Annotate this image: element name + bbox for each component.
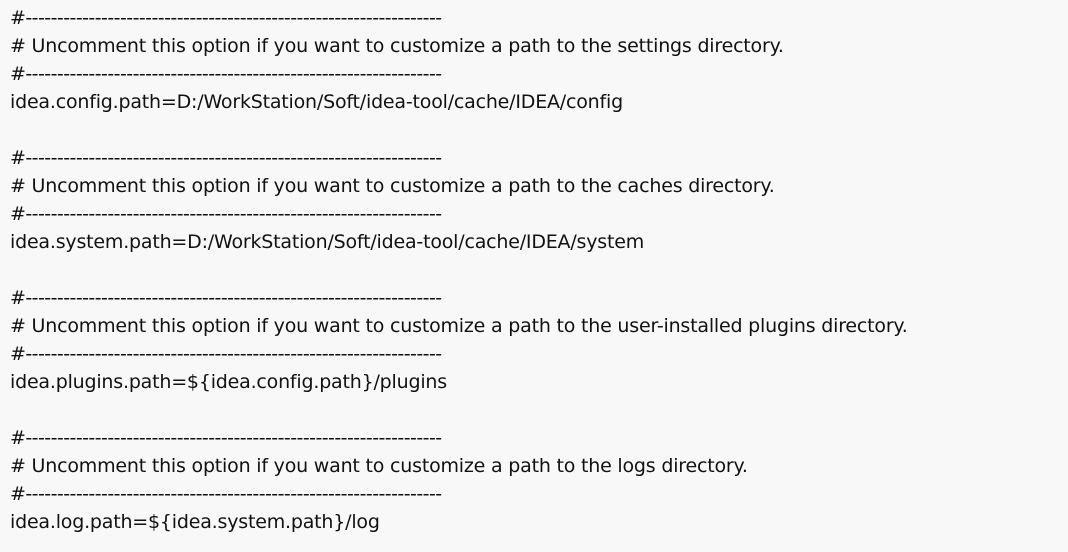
property-line-idea-config-path[interactable]: idea.config.path=D:/WorkStation/Soft/ide… (10, 91, 623, 113)
comment-text-line: # Uncomment this option if you want to c… (10, 315, 908, 337)
comment-separator-line: #---------------------------------------… (10, 147, 442, 169)
blank-line (10, 396, 1068, 424)
comment-separator-line: #---------------------------------------… (10, 483, 442, 505)
config-block-caches-directory: #---------------------------------------… (10, 144, 1068, 256)
comment-separator-line: #---------------------------------------… (10, 63, 442, 85)
comment-separator-line: #---------------------------------------… (10, 203, 442, 225)
comment-text-line: # Uncomment this option if you want to c… (10, 175, 775, 197)
comment-text-line: # Uncomment this option if you want to c… (10, 35, 784, 57)
config-block-settings-directory: #---------------------------------------… (10, 4, 1068, 116)
comment-text-line: # Uncomment this option if you want to c… (10, 455, 748, 477)
properties-file-content[interactable]: #---------------------------------------… (0, 0, 1068, 536)
blank-line (10, 256, 1068, 284)
property-line-idea-log-path[interactable]: idea.log.path=${idea.system.path}/log (10, 511, 380, 533)
blank-line (10, 116, 1068, 144)
comment-separator-line: #---------------------------------------… (10, 7, 442, 29)
config-block-logs-directory: #---------------------------------------… (10, 424, 1068, 536)
comment-separator-line: #---------------------------------------… (10, 287, 442, 309)
property-line-idea-system-path[interactable]: idea.system.path=D:/WorkStation/Soft/ide… (10, 231, 645, 253)
comment-separator-line: #---------------------------------------… (10, 427, 442, 449)
config-block-plugins-directory: #---------------------------------------… (10, 284, 1068, 396)
property-line-idea-plugins-path[interactable]: idea.plugins.path=${idea.config.path}/pl… (10, 371, 447, 393)
comment-separator-line: #---------------------------------------… (10, 343, 442, 365)
